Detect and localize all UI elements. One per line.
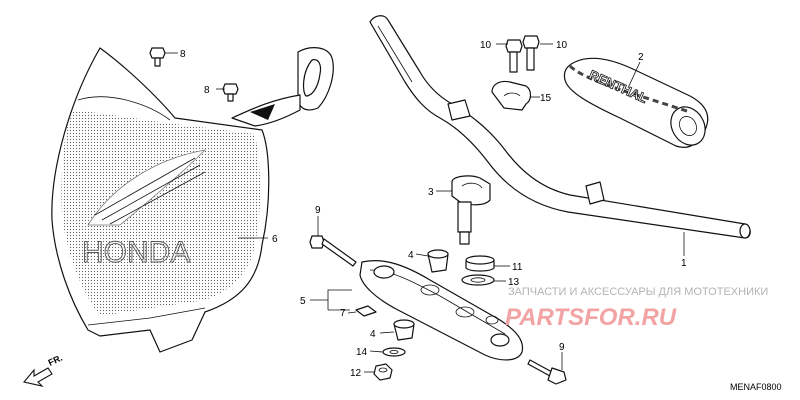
bolt-10-right[interactable] bbox=[522, 35, 540, 71]
plate-brand-text: HONDA bbox=[82, 236, 190, 269]
callout-7: 7 bbox=[340, 308, 346, 319]
upper-clamp[interactable] bbox=[491, 80, 532, 111]
diagram-code: MENAF0800 bbox=[730, 382, 782, 392]
watermark-site: PARTSFOR.RU bbox=[505, 304, 677, 331]
bolt-9-upper[interactable] bbox=[309, 235, 357, 267]
callout-1: 1 bbox=[681, 258, 687, 269]
nut-11[interactable] bbox=[465, 255, 495, 272]
callout-10-right: 10 bbox=[556, 40, 568, 51]
direction-label: FR. bbox=[47, 353, 64, 368]
callout-14: 14 bbox=[356, 347, 368, 358]
arrow-left-icon bbox=[22, 367, 53, 387]
callout-5: 5 bbox=[300, 296, 306, 307]
top-bridge[interactable] bbox=[359, 259, 524, 361]
callout-4-lower: 4 bbox=[370, 329, 376, 340]
callout-4-upper: 4 bbox=[408, 250, 414, 261]
watermark: ЗАПЧАСТИ И АКСЕССУАРЫ ДЛЯ МОТОТЕХНИКИ PA… bbox=[505, 286, 768, 331]
callout-2: 2 bbox=[638, 52, 644, 63]
cushion-lower[interactable] bbox=[393, 319, 415, 341]
wing-emblem bbox=[87, 149, 207, 226]
handlebar-holder[interactable] bbox=[451, 175, 491, 245]
callout-15: 15 bbox=[540, 93, 552, 104]
callouts: 8 8 10 10 2 15 3 9 6 4 11 13 1 5 7 4 14 … bbox=[180, 40, 687, 379]
bar-pad[interactable]: RENTHAL bbox=[563, 57, 711, 151]
bolt-8-upper[interactable] bbox=[149, 47, 166, 67]
leader-lines bbox=[165, 43, 685, 373]
bolt-9-lower[interactable] bbox=[527, 359, 567, 385]
handlebar[interactable] bbox=[369, 15, 751, 239]
front-direction-indicator: FR. bbox=[22, 353, 64, 387]
callout-6: 6 bbox=[272, 234, 278, 245]
callout-12: 12 bbox=[350, 368, 362, 379]
callout-10-left: 10 bbox=[480, 40, 492, 51]
callout-11: 11 bbox=[512, 262, 523, 273]
washer-14[interactable] bbox=[382, 347, 406, 357]
washer-7[interactable] bbox=[355, 305, 377, 317]
callout-9-upper: 9 bbox=[315, 205, 321, 216]
callout-8-upper: 8 bbox=[180, 49, 186, 60]
number-plate[interactable]: HONDA bbox=[51, 47, 270, 353]
callout-9-lower: 9 bbox=[559, 342, 565, 353]
callout-8-lower: 8 bbox=[204, 85, 210, 96]
watermark-tagline: ЗАПЧАСТИ И АКСЕССУАРЫ ДЛЯ МОТОТЕХНИКИ bbox=[508, 286, 768, 298]
cushion-upper[interactable] bbox=[427, 249, 449, 273]
plate-fork-bracket bbox=[231, 47, 334, 127]
callout-13: 13 bbox=[508, 277, 520, 288]
bolt-10-left[interactable] bbox=[505, 39, 523, 73]
bolt-8-lower[interactable] bbox=[222, 83, 239, 102]
callout-3: 3 bbox=[428, 187, 434, 198]
nut-12[interactable] bbox=[373, 363, 393, 381]
washer-13[interactable] bbox=[461, 274, 495, 286]
